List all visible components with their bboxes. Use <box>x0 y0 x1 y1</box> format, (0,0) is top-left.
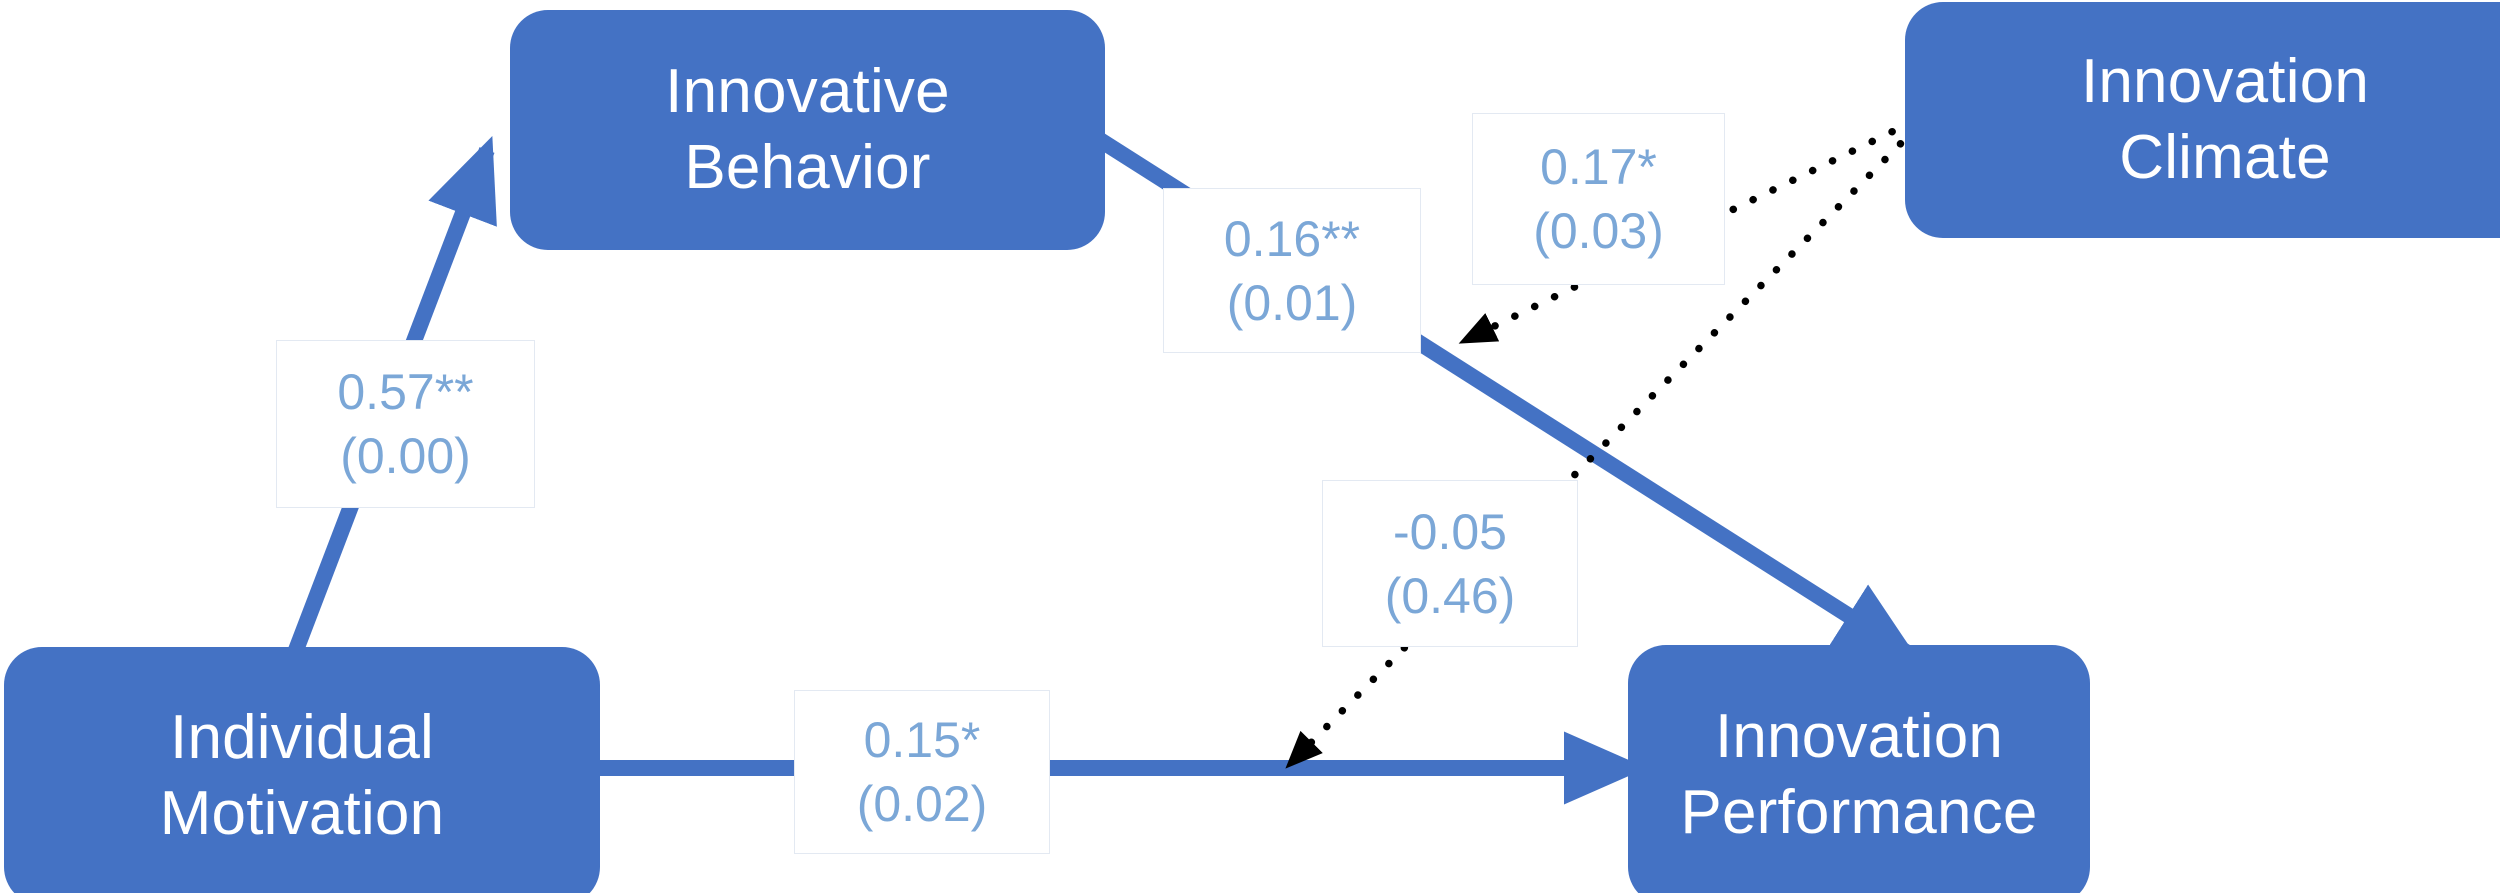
node-label-line1: Innovation <box>2080 47 2370 117</box>
node-innovation-performance[interactable]: Innovation Performance <box>1628 645 2090 893</box>
edge-p-value: (0.03) <box>1533 203 1664 259</box>
node-individual-motivation[interactable]: Individual Motivation <box>4 647 600 893</box>
node-label-line2: Motivation <box>159 779 445 848</box>
node-label-line2: Performance <box>1680 778 2038 847</box>
edge-p-value: (0.01) <box>1226 274 1358 331</box>
node-innovative-behavior[interactable]: Innovative Behavior <box>510 10 1105 250</box>
node-label-line2: Behavior <box>684 133 931 202</box>
edge-p-value: (0.02) <box>856 776 988 832</box>
edge-p-value: (0.00) <box>340 428 471 484</box>
edge-coefficient: 0.16** <box>1223 210 1361 267</box>
edge-coefficient: -0.05 <box>1393 503 1507 560</box>
edge-climate-moderates-behavior-performance <box>1458 118 1916 346</box>
edge-coefficient: 0.17* <box>1540 139 1657 195</box>
node-label-line1: Innovative <box>665 57 950 127</box>
node-label-line2: Climate <box>2119 123 2331 192</box>
node-label-line1: Innovation <box>1714 702 2004 772</box>
node-innovation-climate[interactable]: Innovation Climate <box>1905 2 2500 238</box>
edge-label-motivation-to-performance: 0.15* (0.02) <box>794 690 1050 854</box>
edge-label-behavior-to-performance: 0.16** (0.01) <box>1163 188 1421 353</box>
edge-label-motivation-to-behavior: 0.57** (0.00) <box>276 340 535 508</box>
edge-label-climate-moderates-behavior-performance: 0.17* (0.03) <box>1472 113 1725 285</box>
edge-label-climate-moderates-motivation-performance: -0.05 (0.46) <box>1322 480 1578 647</box>
edge-p-value: (0.46) <box>1384 567 1516 624</box>
edge-coefficient: 0.57** <box>337 364 474 420</box>
edge-coefficient: 0.15* <box>863 712 981 768</box>
node-label-line1: Individual <box>170 703 434 773</box>
